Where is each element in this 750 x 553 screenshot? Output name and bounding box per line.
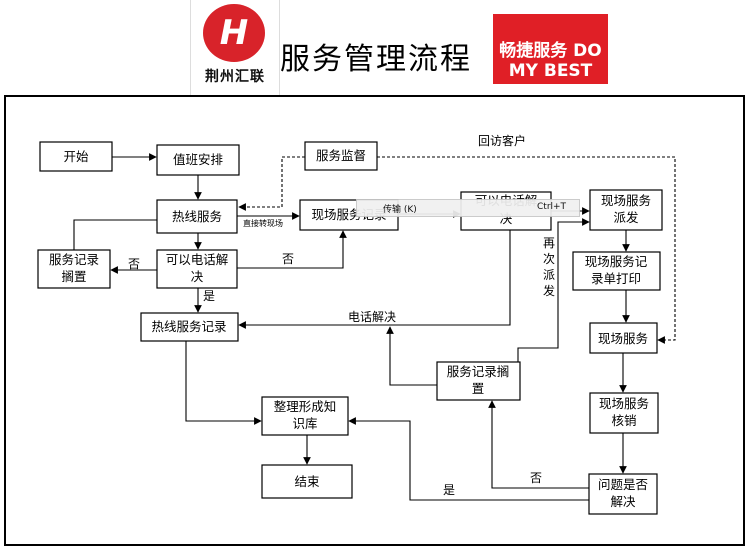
- edge-resolve-onsite: [237, 230, 347, 269]
- node-phone-resolve-line1: 可以电话解: [166, 252, 229, 267]
- node-print-line2: 录单打印: [591, 271, 641, 286]
- label-yes-down: 是: [203, 289, 215, 303]
- node-start: 开始: [63, 149, 89, 164]
- node-dispatch-line1: 现场服务: [601, 193, 651, 208]
- node-knowledge-line1: 整理形成知: [274, 399, 337, 414]
- label-redispatch-2: 次: [543, 252, 555, 266]
- logo-h-icon: H: [219, 13, 249, 53]
- shortcut-tooltip: 传输 (K) Ctrl+T: [356, 199, 580, 217]
- node-hotline-box: [156, 199, 238, 234]
- edge-revisit: [377, 156, 676, 344]
- node-duty: 值班安排: [173, 152, 224, 167]
- label-no-left: 否: [128, 257, 140, 271]
- logo-emblem: [203, 4, 265, 62]
- node-shelve-left-line2: 搁置: [61, 269, 86, 284]
- label-redispatch-3: 派: [543, 268, 555, 282]
- node-supervision-box: [304, 141, 378, 171]
- node-hotline-record: 热线服务记录: [151, 319, 226, 334]
- node-onsite-service-box: [589, 322, 658, 354]
- edge-resolved-no: [488, 400, 589, 489]
- node-closeout-box: [589, 392, 659, 434]
- label-yes-bottom: 是: [443, 483, 455, 497]
- diagram-frame: [4, 95, 745, 546]
- edge-supervision-hotline: [238, 156, 305, 211]
- node-hotline: 热线服务: [172, 209, 222, 224]
- label-no-bottom: 否: [530, 471, 542, 485]
- logo-left-text: 荆州汇联: [205, 69, 265, 85]
- node-knowledge-line2: 识库: [292, 416, 317, 431]
- node-resolved-line1: 问题是否: [598, 477, 648, 492]
- edge-phone-resolved: [238, 230, 511, 329]
- label-direct-onsite: 直接转现场: [243, 218, 283, 228]
- node-supervision: 服务监督: [316, 148, 366, 163]
- node-shelve-left-line1: 服务记录: [49, 252, 99, 267]
- company-logo-left: H 荆州汇联: [190, 0, 280, 95]
- node-end: 结束: [294, 474, 320, 489]
- node-phone-resolve-box: [156, 249, 238, 289]
- edge-redispatch: [517, 218, 590, 362]
- tooltip-left-text: 传输 (K): [383, 205, 417, 215]
- node-shelve-mid-box: [436, 361, 521, 401]
- node-phone-resolve-line2: 决: [191, 269, 204, 284]
- node-print-line1: 现场服务记: [585, 254, 648, 269]
- label-redispatch-4: 发: [543, 283, 555, 298]
- label-redispatch-1: 再: [543, 236, 555, 250]
- logo-right-text: 畅捷服务 DO MY BEST: [499, 41, 602, 81]
- company-logo-right: 畅捷服务 DO MY BEST: [493, 14, 608, 84]
- edge-shelve-hotline: [73, 219, 157, 250]
- node-closeout-line1: 现场服务: [599, 396, 649, 411]
- node-start-box: [39, 141, 113, 172]
- tooltip-shortcut-text: Ctrl+T: [537, 202, 567, 212]
- label-revisit: 回访客户: [478, 133, 526, 148]
- node-resolved-line2: 解决: [610, 494, 636, 509]
- node-print-box: [572, 251, 661, 291]
- node-hotline-record-box: [140, 312, 239, 342]
- label-phone-resolved: 电话解决: [348, 310, 396, 324]
- edge-record-knowledge: [185, 341, 262, 425]
- node-shelve-mid-line1: 服务记录搁: [447, 364, 510, 379]
- node-closeout-line2: 核销: [611, 413, 636, 428]
- page-title: 服务管理流程: [280, 42, 472, 77]
- edge-resolved-yes: [348, 417, 589, 501]
- node-shelve-mid-line2: 置: [472, 381, 485, 396]
- node-resolved-box: [588, 473, 658, 515]
- node-onsite-service: 现场服务: [598, 331, 648, 346]
- node-end-box: [261, 464, 353, 499]
- node-dispatch-line2: 派发: [613, 210, 639, 225]
- label-no-right: 否: [282, 252, 294, 266]
- node-knowledge-box: [261, 396, 349, 436]
- edge-shelve-phone: [386, 326, 437, 386]
